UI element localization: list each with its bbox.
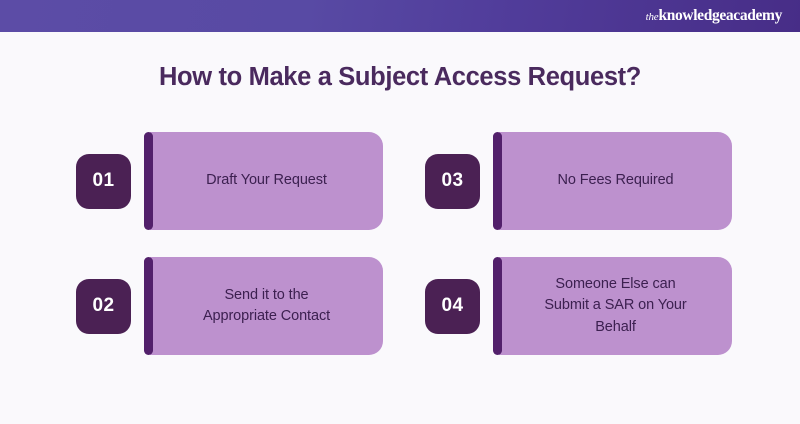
steps-grid: 01 Draft Your Request 03 No Fees Require… <box>76 132 732 355</box>
step-number-badge: 01 <box>76 153 131 209</box>
step-number-badge: 03 <box>425 153 480 209</box>
step-card-accent-bar <box>493 257 502 355</box>
logo-the-text: the <box>645 11 659 24</box>
step-item: 03 No Fees Required <box>425 132 732 230</box>
step-card-body: Someone Else can Submit a SAR on Your Be… <box>499 257 732 355</box>
step-card: No Fees Required <box>493 132 732 230</box>
step-item: 01 Draft Your Request <box>76 132 383 230</box>
step-card: Someone Else can Submit a SAR on Your Be… <box>493 257 732 355</box>
step-card-label: No Fees Required <box>557 172 674 189</box>
step-card: Draft Your Request <box>144 132 383 230</box>
step-item: 02 Send it to the Appropriate Contact <box>76 257 383 355</box>
step-number-badge: 02 <box>76 278 131 334</box>
step-card-accent-bar <box>144 257 153 355</box>
step-card-accent-bar <box>144 132 153 230</box>
step-card-body: No Fees Required <box>499 132 732 230</box>
step-item: 04 Someone Else can Submit a SAR on Your… <box>425 257 732 355</box>
step-card: Send it to the Appropriate Contact <box>144 257 383 355</box>
step-card-label: Send it to the Appropriate Contact <box>202 286 331 324</box>
step-card-label: Someone Else can Submit a SAR on Your Be… <box>544 276 687 335</box>
step-card-body: Draft Your Request <box>150 132 383 230</box>
step-card-body: Send it to the Appropriate Contact <box>150 257 383 355</box>
page-title: How to Make a Subject Access Request? <box>158 63 642 91</box>
step-number-badge: 04 <box>425 278 480 334</box>
step-card-accent-bar <box>493 132 502 230</box>
logo-name-text: knowledgeacademy <box>658 7 782 25</box>
step-card-label: Draft Your Request <box>206 172 327 189</box>
